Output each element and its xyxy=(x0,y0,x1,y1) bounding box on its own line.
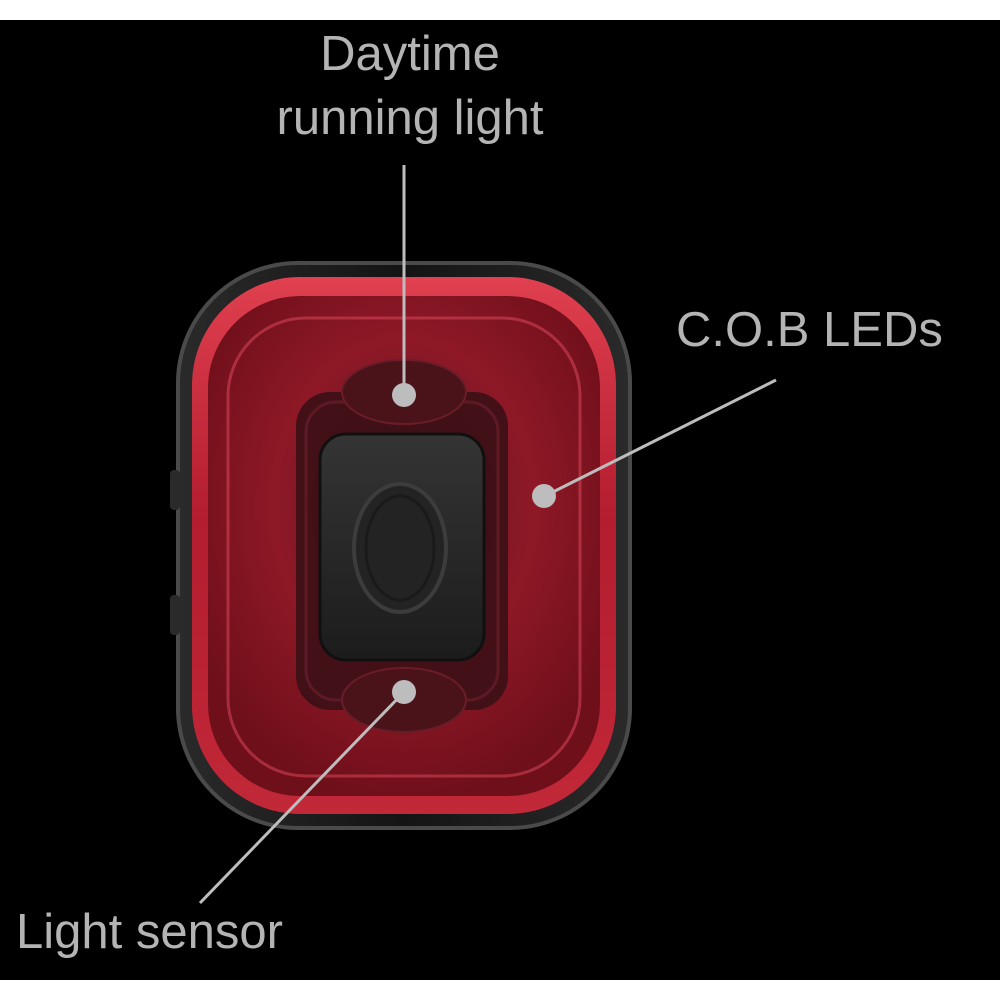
callout-dot-sensor xyxy=(392,680,416,704)
leader-line-cob xyxy=(544,378,777,498)
side-button-upper xyxy=(170,470,180,510)
label-daytime-running-light-line2: running light xyxy=(276,91,544,145)
label-light-sensor: Light sensor xyxy=(16,905,283,959)
label-daytime-running-light-line1: Daytime xyxy=(320,27,500,81)
power-button-oval xyxy=(352,482,448,614)
diagram-canvas: Daytime running light C.O.B LEDs Light s… xyxy=(0,20,1000,980)
power-button-oval-inner xyxy=(364,494,436,602)
side-button-lower xyxy=(170,595,180,635)
label-daytime-running-light: Daytime running light xyxy=(200,22,620,150)
callout-dot-drl xyxy=(392,383,416,407)
callout-dot-cob xyxy=(532,484,556,508)
tail-light-illustration xyxy=(170,165,777,905)
label-cob-leds: C.O.B LEDs xyxy=(676,303,943,357)
leader-line-sensor xyxy=(198,690,406,905)
